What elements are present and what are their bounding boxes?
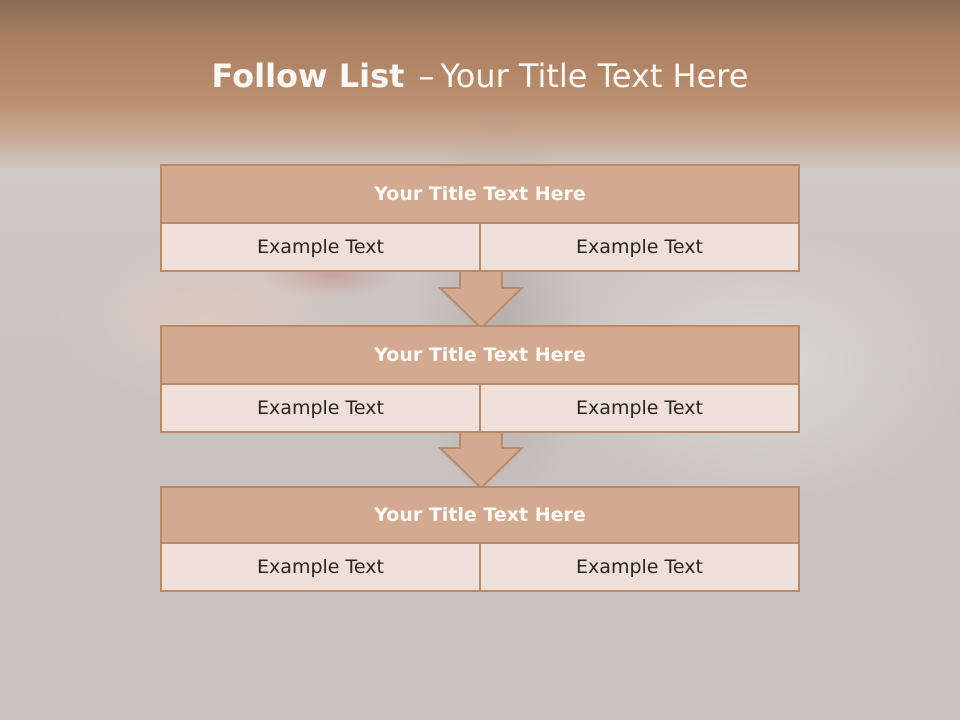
step-title: Your Title Text Here bbox=[162, 327, 798, 385]
title-dash: – bbox=[418, 57, 435, 95]
step-title: Your Title Text Here bbox=[162, 488, 798, 544]
step-block-1: Your Title Text Here Example Text Exampl… bbox=[160, 164, 800, 272]
step-cell-right: Example Text bbox=[479, 544, 798, 590]
down-arrow-icon bbox=[438, 428, 524, 490]
down-arrow-icon bbox=[438, 268, 524, 330]
step-cell-left: Example Text bbox=[162, 544, 479, 590]
step-row: Example Text Example Text bbox=[162, 385, 798, 431]
step-cell-right: Example Text bbox=[479, 224, 798, 270]
step-row: Example Text Example Text bbox=[162, 224, 798, 270]
title-bold: Follow List bbox=[211, 57, 405, 95]
step-cell-left: Example Text bbox=[162, 385, 479, 431]
step-block-2: Your Title Text Here Example Text Exampl… bbox=[160, 325, 800, 433]
step-row: Example Text Example Text bbox=[162, 544, 798, 590]
step-cell-left: Example Text bbox=[162, 224, 479, 270]
step-block-3: Your Title Text Here Example Text Exampl… bbox=[160, 486, 800, 592]
slide-title: Follow List–Your Title Text Here bbox=[0, 54, 960, 98]
step-title: Your Title Text Here bbox=[162, 166, 798, 224]
title-rest: Your Title Text Here bbox=[440, 57, 749, 95]
step-cell-right: Example Text bbox=[479, 385, 798, 431]
